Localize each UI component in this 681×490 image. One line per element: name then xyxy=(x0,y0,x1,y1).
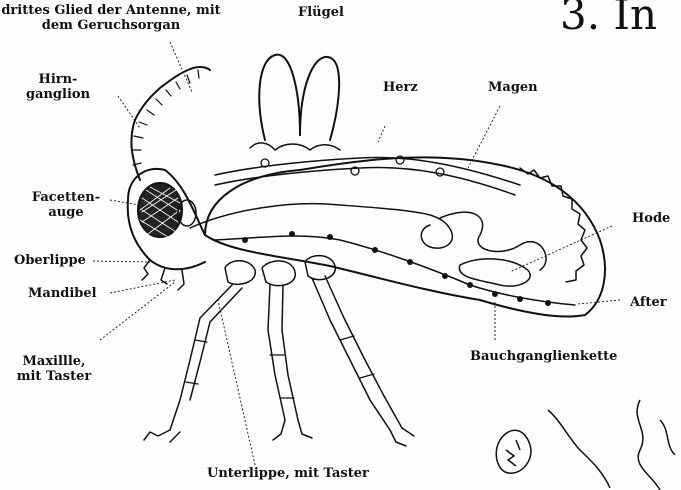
label-maxilla-line2: mit Taster xyxy=(0,369,108,384)
intestine xyxy=(440,212,546,270)
wing-left xyxy=(259,55,300,140)
label-heart: Herz xyxy=(383,80,418,95)
leg-middle xyxy=(268,285,298,420)
leg-hind-foot xyxy=(390,428,414,446)
label-testis: Hode xyxy=(632,211,670,226)
label-eye-line2: auge xyxy=(28,205,104,220)
section-heading: 3. In xyxy=(560,0,657,36)
leg-front xyxy=(170,285,242,430)
upper-lip xyxy=(142,260,184,290)
label-anus: After xyxy=(630,295,667,310)
label-eye-line1: Facetten- xyxy=(28,190,104,205)
coxa xyxy=(225,261,255,285)
label-antenna-line2: dem Geruchsorgan xyxy=(0,18,222,33)
gut xyxy=(190,204,452,248)
heart-chamber xyxy=(436,168,444,176)
label-wings: Flügel xyxy=(298,5,344,20)
label-ventral-nerve-cord: Bauchganglienkette xyxy=(470,349,617,364)
coxa xyxy=(262,261,295,286)
corner-specimens xyxy=(496,400,675,490)
label-labium: Unterlippe, mit Taster xyxy=(207,466,369,481)
leader-lines xyxy=(93,42,620,465)
leg-hind xyxy=(312,276,402,430)
label-mandible: Mandibel xyxy=(28,286,97,301)
label-brain-ganglion: Hirn- ganglion xyxy=(24,72,92,102)
label-antenna-line1: drittes Glied der Antenne, mit xyxy=(0,3,222,18)
leg-middle-foot xyxy=(273,420,312,440)
label-maxilla-line1: Maxillle, xyxy=(0,354,108,369)
label-maxilla: Maxillle, mit Taster xyxy=(0,354,108,384)
label-upper-lip: Oberlippe xyxy=(14,253,86,268)
label-stomach: Magen xyxy=(488,80,538,95)
wing-right xyxy=(300,57,339,140)
leg-front-foot xyxy=(144,430,180,442)
label-antenna: drittes Glied der Antenne, mit dem Geruc… xyxy=(0,3,222,33)
wing-base xyxy=(250,143,340,150)
leg-joints xyxy=(186,336,374,398)
label-brain-line1: Hirn- xyxy=(24,72,92,87)
label-brain-line2: ganglion xyxy=(24,87,92,102)
coxa xyxy=(305,256,335,280)
label-compound-eye: Facetten- auge xyxy=(28,190,104,220)
